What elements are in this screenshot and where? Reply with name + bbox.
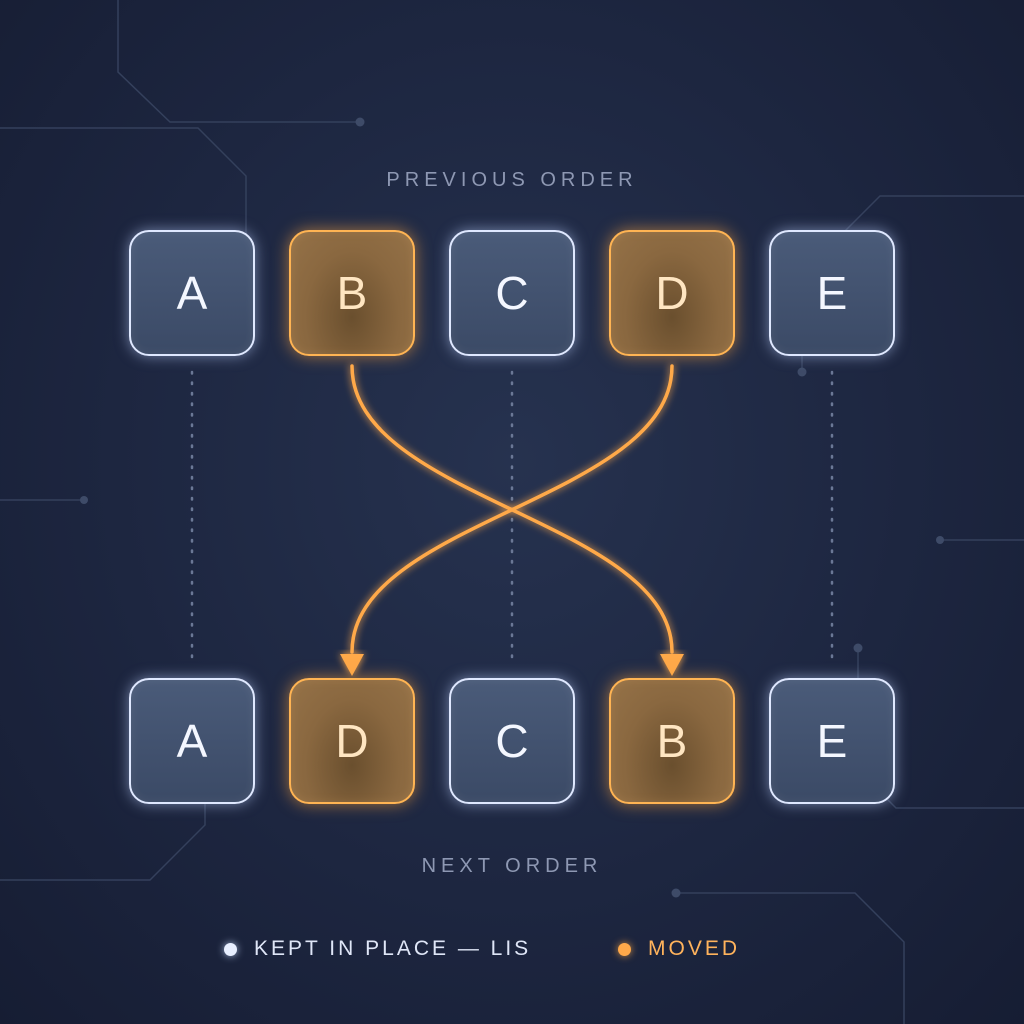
legend-moved-label: MOVED (648, 937, 741, 960)
next-order-row: A D C B E (0, 678, 1024, 808)
legend-kept: KEPT IN PLACE — LIS (224, 935, 531, 963)
previous-tile-1: A (129, 230, 255, 356)
next-tile-4: B (609, 678, 735, 804)
next-tile-3: C (449, 678, 575, 804)
next-tile-1: A (129, 678, 255, 804)
next-tile-2: D (289, 678, 415, 804)
legend-kept-label: KEPT IN PLACE — LIS (254, 937, 532, 960)
previous-tile-5: E (769, 230, 895, 356)
previous-tile-2: B (289, 230, 415, 356)
arrowhead-d (340, 654, 364, 676)
moved-dot-icon (618, 942, 631, 956)
arrowhead-b (660, 654, 684, 676)
legend-moved: MOVED (618, 935, 740, 963)
next-order-label: NEXT ORDER (421, 855, 603, 877)
moved-arrow-d (350, 364, 674, 654)
previous-tile-4: D (609, 230, 735, 356)
next-tile-5: E (769, 678, 895, 804)
previous-tile-3: C (449, 230, 575, 356)
previous-order-label: PREVIOUS ORDER (386, 169, 638, 191)
previous-order-row: A B C D E (0, 230, 1024, 360)
kept-dot-icon (224, 942, 237, 956)
